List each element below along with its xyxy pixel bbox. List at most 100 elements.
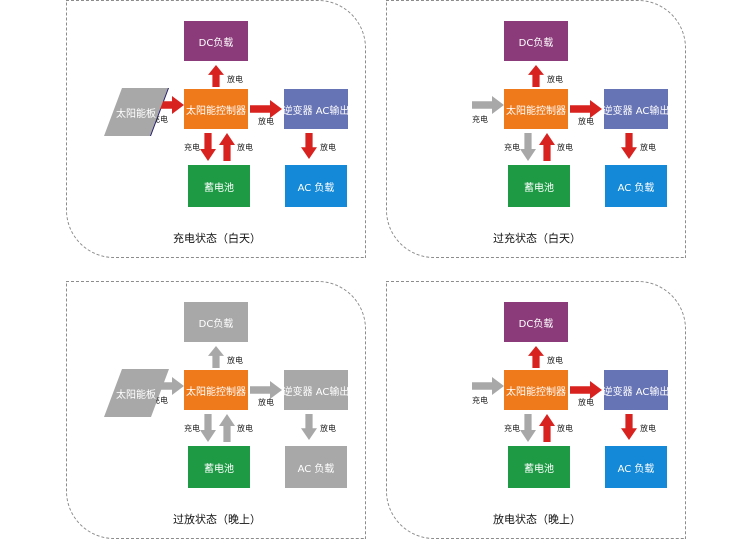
state-caption: 过充状态（白天） — [493, 232, 581, 245]
arrow-solar-to-controller-shape — [152, 377, 184, 395]
arrow-controller-to-inverter-shape — [570, 381, 602, 399]
arrow-controller-to-dc-load-shape — [208, 65, 224, 87]
arrow-controller-to-dc-load — [528, 65, 544, 87]
solar-panel-shape — [104, 88, 168, 136]
dc-load-node: DC负载 — [504, 302, 568, 342]
label-solar-charge: 充电 — [472, 115, 488, 124]
arrow-controller-to-battery-shape — [200, 414, 216, 442]
arrow-inverter-to-ac-load — [301, 133, 317, 159]
arrow-controller-to-inverter-shape — [250, 100, 282, 118]
solar-panel-parallelogram — [104, 369, 168, 417]
label-inverter-discharge: 放电 — [578, 117, 594, 126]
label-dc-discharge: 放电 — [227, 75, 243, 84]
label-battery-charge: 充电 — [504, 424, 520, 433]
arrow-controller-to-battery — [520, 133, 536, 161]
inverter-node: 逆变器 AC输出 — [283, 89, 349, 129]
label-ac-discharge: 放电 — [640, 424, 656, 433]
ac-load-node: AC 负载 — [285, 165, 347, 207]
ac-load-node: AC 负载 — [605, 446, 667, 488]
arrow-solar-to-controller-shape — [472, 96, 504, 114]
solar-panel-label: 太阳能板 — [116, 108, 156, 120]
solar-panel-label: 太阳能板 — [116, 389, 156, 401]
battery-node: 蓄电池 — [508, 165, 570, 207]
dc-load-node: DC负载 — [184, 21, 248, 61]
arrow-controller-to-battery — [200, 133, 216, 161]
label-solar-charge: 充电 — [152, 115, 168, 124]
label-dc-discharge: 放电 — [227, 356, 243, 365]
state-caption: 过放状态（晚上） — [173, 513, 261, 526]
label-inverter-discharge: 放电 — [258, 117, 274, 126]
arrow-solar-to-controller — [472, 96, 504, 114]
arrow-battery-to-controller-shape — [539, 133, 555, 161]
arrow-controller-to-battery-shape — [520, 133, 536, 161]
arrow-inverter-to-ac-load-shape — [621, 414, 637, 440]
label-battery-charge: 充电 — [184, 424, 200, 433]
label-solar-charge: 充电 — [472, 396, 488, 405]
arrow-inverter-to-ac-load-shape — [301, 414, 317, 440]
arrow-battery-to-controller — [219, 133, 235, 161]
arrow-controller-to-inverter — [570, 100, 602, 118]
arrow-inverter-to-ac-load-shape — [301, 133, 317, 159]
arrow-controller-to-inverter — [570, 381, 602, 399]
inverter-node: 逆变器 AC输出 — [283, 370, 349, 410]
battery-node: 蓄电池 — [188, 446, 250, 488]
label-battery-discharge: 放电 — [237, 143, 253, 152]
arrow-inverter-to-ac-load — [301, 414, 317, 440]
label-battery-discharge: 放电 — [557, 424, 573, 433]
label-ac-discharge: 放电 — [320, 424, 336, 433]
arrow-battery-to-controller — [539, 414, 555, 442]
arrow-battery-to-controller-shape — [219, 414, 235, 442]
arrow-controller-to-inverter — [250, 100, 282, 118]
arrow-solar-to-controller-shape — [152, 96, 184, 114]
arrow-solar-to-controller — [152, 377, 184, 395]
arrow-controller-to-dc-load — [528, 346, 544, 368]
arrow-solar-to-controller-shape — [472, 377, 504, 395]
arrow-battery-to-controller — [539, 133, 555, 161]
controller-node: 太阳能控制器 — [504, 370, 568, 410]
ac-load-node: AC 负载 — [605, 165, 667, 207]
label-dc-discharge: 放电 — [547, 356, 563, 365]
controller-node: 太阳能控制器 — [184, 89, 248, 129]
arrow-controller-to-inverter-shape — [250, 381, 282, 399]
solar-panel-node: 太阳能板 — [104, 369, 168, 417]
arrow-inverter-to-ac-load-shape — [621, 133, 637, 159]
ac-load-node: AC 负载 — [285, 446, 347, 488]
battery-node: 蓄电池 — [508, 446, 570, 488]
arrow-battery-to-controller-shape — [539, 414, 555, 442]
label-ac-discharge: 放电 — [640, 143, 656, 152]
arrow-controller-to-battery-shape — [520, 414, 536, 442]
solar-panel-node: 太阳能板 — [104, 88, 168, 136]
solar-panel-shape — [104, 369, 168, 417]
inverter-node: 逆变器 AC输出 — [603, 370, 669, 410]
label-battery-charge: 充电 — [184, 143, 200, 152]
arrow-inverter-to-ac-load — [621, 133, 637, 159]
controller-node: 太阳能控制器 — [184, 370, 248, 410]
state-caption: 充电状态（白天） — [173, 232, 261, 245]
arrow-controller-to-dc-load — [208, 346, 224, 368]
arrow-solar-to-controller — [472, 377, 504, 395]
label-inverter-discharge: 放电 — [578, 398, 594, 407]
arrow-controller-to-battery — [520, 414, 536, 442]
arrow-controller-to-dc-load — [208, 65, 224, 87]
label-battery-discharge: 放电 — [237, 424, 253, 433]
arrow-battery-to-controller-shape — [219, 133, 235, 161]
arrow-controller-to-inverter-shape — [570, 100, 602, 118]
label-battery-discharge: 放电 — [557, 143, 573, 152]
arrow-controller-to-dc-load-shape — [528, 65, 544, 87]
dc-load-node: DC负载 — [184, 302, 248, 342]
arrow-controller-to-inverter — [250, 381, 282, 399]
label-solar-charge: 充电 — [152, 396, 168, 405]
inverter-node: 逆变器 AC输出 — [603, 89, 669, 129]
arrow-controller-to-battery — [200, 414, 216, 442]
dc-load-node: DC负载 — [504, 21, 568, 61]
label-inverter-discharge: 放电 — [258, 398, 274, 407]
arrow-controller-to-battery-shape — [200, 133, 216, 161]
label-battery-charge: 充电 — [504, 143, 520, 152]
arrow-inverter-to-ac-load — [621, 414, 637, 440]
label-ac-discharge: 放电 — [320, 143, 336, 152]
controller-node: 太阳能控制器 — [504, 89, 568, 129]
arrow-controller-to-dc-load-shape — [528, 346, 544, 368]
